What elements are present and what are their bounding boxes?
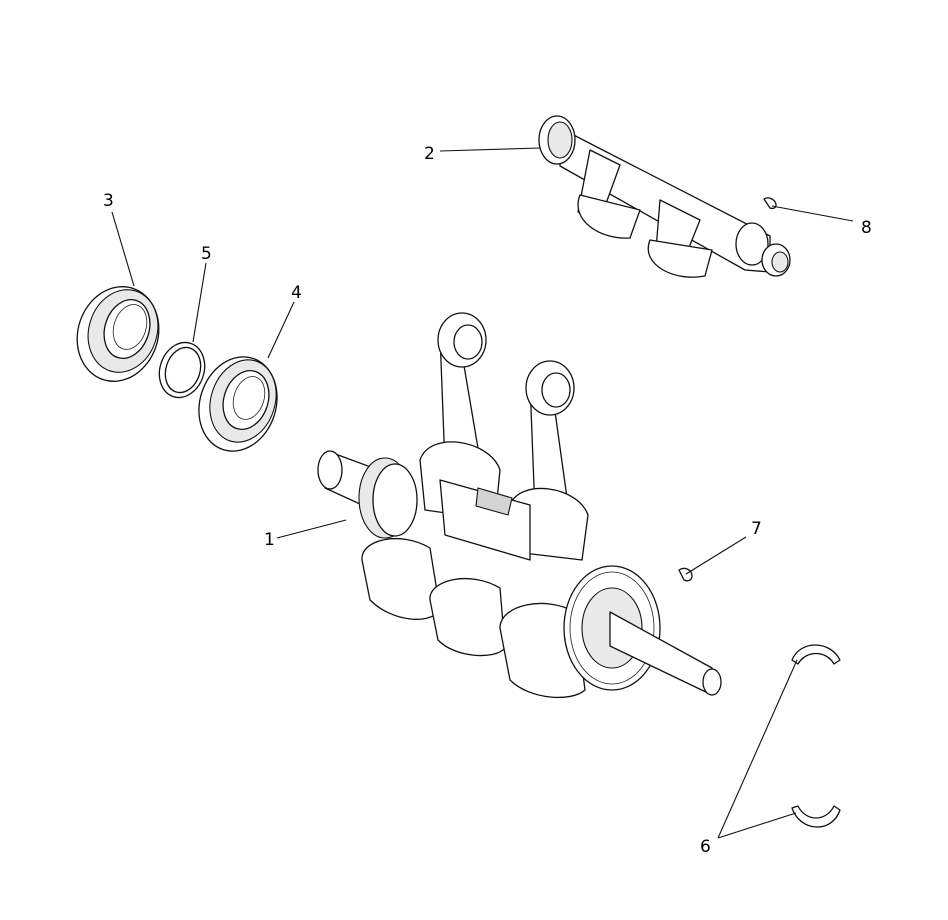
callout-3: 3 — [103, 191, 114, 211]
callout-1: 1 — [264, 530, 275, 550]
leader-7 — [685, 536, 747, 575]
callout-8: 8 — [861, 218, 872, 238]
callout-2: 2 — [424, 144, 435, 164]
bearing-4 — [198, 356, 278, 452]
leader-3 — [111, 211, 135, 287]
callout-5: 5 — [201, 244, 212, 264]
leader-2 — [439, 147, 541, 152]
bearing-3 — [76, 286, 160, 382]
ring-5 — [158, 341, 206, 399]
leader-1 — [276, 519, 347, 539]
leader-6a — [717, 659, 798, 839]
callout-7: 7 — [751, 519, 762, 539]
balancer-shaft-2 — [538, 115, 791, 278]
leader-8 — [771, 205, 854, 222]
callout-4: 4 — [291, 283, 302, 303]
leader-5 — [192, 262, 207, 343]
key-7 — [678, 567, 693, 582]
leader-4 — [267, 301, 295, 359]
bearing-shells-6 — [791, 644, 841, 828]
crankshaft-1 — [317, 312, 722, 699]
callout-6: 6 — [700, 837, 711, 857]
leader-lines — [111, 147, 854, 839]
leader-6b — [717, 812, 797, 839]
